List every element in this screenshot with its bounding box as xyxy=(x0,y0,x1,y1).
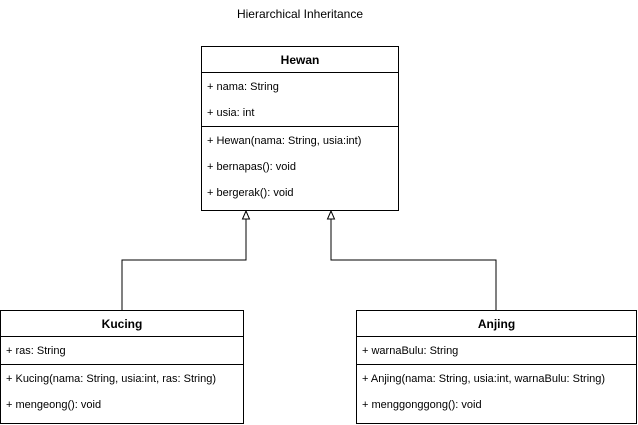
methods-section: + Anjing(nama: String, usia:int, warnaBu… xyxy=(357,365,636,418)
methods-section: + Kucing(nama: String, usia:int, ras: St… xyxy=(1,365,243,418)
class-name: Anjing xyxy=(357,311,636,337)
attribute: + nama: String xyxy=(207,81,279,93)
method: + bernapas(): void xyxy=(207,161,296,173)
method: + Anjing(nama: String, usia:int, warnaBu… xyxy=(362,373,606,385)
method: + mengeong(): void xyxy=(6,399,102,411)
class-anjing: Anjing + warnaBulu: String + Anjing(nama… xyxy=(356,310,637,424)
method: + menggonggong(): void xyxy=(362,399,482,411)
inheritance-arrowhead-anjing xyxy=(326,209,336,220)
connector-anjing-to-hewan xyxy=(330,218,497,310)
attribute: + warnaBulu: String xyxy=(362,345,459,357)
attributes-section: + ras: String xyxy=(1,337,243,365)
class-name: Hewan xyxy=(202,47,398,73)
class-hewan: Hewan + nama: String + usia: int + Hewan… xyxy=(201,46,399,211)
attributes-section: + warnaBulu: String xyxy=(357,337,636,365)
connector-kucing-to-hewan xyxy=(121,218,247,310)
methods-section: + Hewan(nama: String, usia:int) + bernap… xyxy=(202,127,398,206)
diagram-title: Hierarchical Inheritance xyxy=(236,7,364,21)
attribute: + ras: String xyxy=(6,345,66,357)
method: + Hewan(nama: String, usia:int) xyxy=(207,135,362,147)
attributes-section: + nama: String + usia: int xyxy=(202,73,398,127)
method: + bergerak(): void xyxy=(207,187,294,199)
attribute: + usia: int xyxy=(207,107,255,119)
inheritance-arrowhead-kucing xyxy=(241,209,251,220)
class-name: Kucing xyxy=(1,311,243,337)
class-kucing: Kucing + ras: String + Kucing(nama: Stri… xyxy=(0,310,244,424)
method: + Kucing(nama: String, usia:int, ras: St… xyxy=(6,373,217,385)
